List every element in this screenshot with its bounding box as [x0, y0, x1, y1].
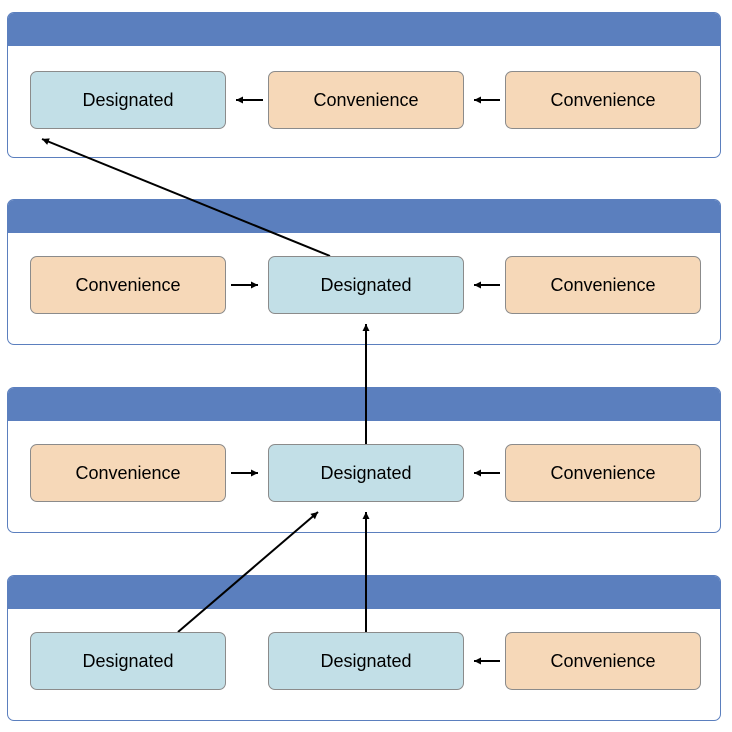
class-level-0-header — [8, 13, 720, 46]
convenience-initializer-node: Convenience — [505, 632, 701, 690]
designated-initializer-node: Designated — [268, 256, 464, 314]
designated-initializer-node: Designated — [30, 632, 226, 690]
class-level-1-header — [8, 200, 720, 233]
designated-initializer-node: Designated — [30, 71, 226, 129]
designated-initializer-node: Designated — [268, 444, 464, 502]
convenience-initializer-node: Convenience — [30, 256, 226, 314]
convenience-initializer-node: Convenience — [505, 444, 701, 502]
class-level-3-header — [8, 576, 720, 609]
designated-initializer-node: Designated — [268, 632, 464, 690]
class-level-2-header — [8, 388, 720, 421]
convenience-initializer-node: Convenience — [505, 71, 701, 129]
convenience-initializer-node: Convenience — [268, 71, 464, 129]
convenience-initializer-node: Convenience — [30, 444, 226, 502]
convenience-initializer-node: Convenience — [505, 256, 701, 314]
